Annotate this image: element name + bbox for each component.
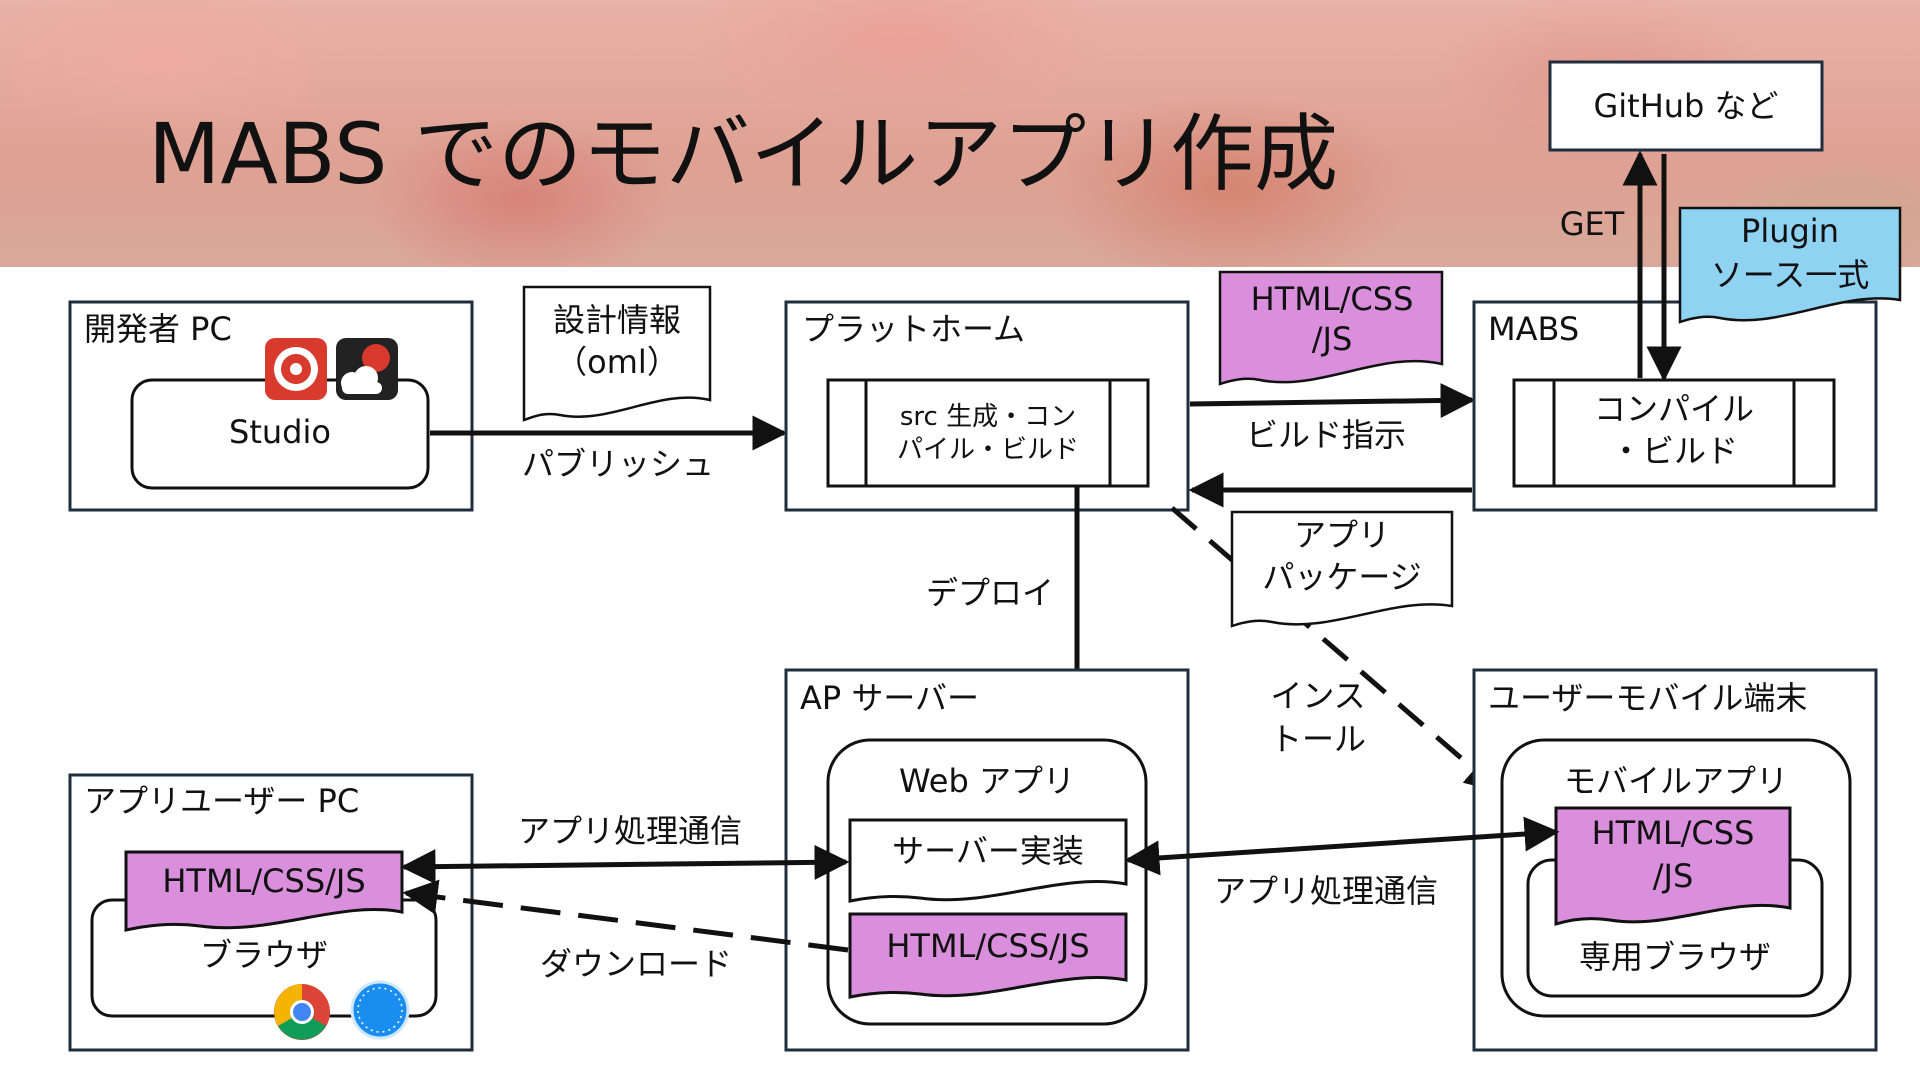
web-app-label: Web アプリ — [899, 762, 1075, 800]
page-title: MABS でのモバイルアプリ作成 — [148, 105, 1338, 203]
compile-build-process: コンパイル ・ビルド — [1512, 378, 1836, 488]
plugin-label-2: ソース一式 — [1711, 256, 1869, 294]
browser-html-document: HTML/CSS/JS — [124, 850, 404, 932]
install-label-1: インス — [1270, 677, 1365, 715]
plugin-source-document: Plugin ソース一式 — [1678, 206, 1902, 324]
dedicated-browser-label: 専用ブラウザ — [1579, 938, 1771, 976]
chrome-icon — [274, 984, 330, 1040]
html-doc-label-2: /JS — [1312, 320, 1353, 358]
compile-build-label-2: ・ビルド — [1610, 432, 1738, 470]
download-label: ダウンロード — [540, 945, 732, 983]
design-info-format: （oml） — [555, 343, 679, 381]
app-package-label-2: パッケージ — [1262, 558, 1421, 596]
build-instruction-arrow — [1189, 382, 1476, 418]
studio-cloud-icon — [336, 338, 398, 400]
compile-build-label-1: コンパイル — [1594, 390, 1754, 428]
design-info-label: 設計情報 — [553, 301, 681, 339]
github-box: GitHub など — [1548, 60, 1824, 152]
app-comm-left-label: アプリ処理通信 — [518, 812, 742, 850]
app-user-pc-label: アプリユーザー PC — [84, 782, 359, 820]
plugin-label-1: Plugin — [1741, 212, 1839, 250]
app-comm-right-arrow — [1124, 816, 1560, 876]
safari-icon — [350, 980, 410, 1040]
mobile-html-label-2: /JS — [1653, 857, 1694, 895]
mobile-html-label-1: HTML/CSS — [1592, 814, 1755, 852]
mobile-app-label: モバイルアプリ — [1564, 762, 1788, 800]
app-package-document: アプリ パッケージ — [1230, 510, 1454, 628]
mobile-device-label: ユーザーモバイル端末 — [1488, 679, 1807, 717]
src-build-label-1: src 生成・コン — [900, 402, 1076, 432]
install-arrow — [1170, 506, 1501, 793]
src-build-label-2: パイル・ビルド — [897, 435, 1079, 465]
install-label-2: トール — [1270, 720, 1366, 758]
download-arrow — [402, 879, 849, 953]
get-label: GET — [1560, 205, 1625, 243]
dev-pc-label: 開発者 PC — [84, 310, 232, 348]
deploy-label: デプロイ — [926, 574, 1054, 612]
mabs-label: MABS — [1488, 310, 1579, 348]
html-doc-label-1: HTML/CSS — [1251, 280, 1414, 318]
src-build-process: src 生成・コン パイル・ビルド — [826, 378, 1150, 488]
design-info-document: 設計情報 （oml） — [522, 285, 712, 422]
studio-label: Studio — [229, 413, 331, 451]
html-css-js-document: HTML/CSS /JS — [1218, 270, 1444, 386]
mobile-html-document: HTML/CSS /JS — [1554, 806, 1792, 927]
github-label: GitHub など — [1593, 87, 1778, 125]
browser-html-label: HTML/CSS/JS — [162, 862, 365, 900]
browser-label: ブラウザ — [200, 936, 328, 974]
ap-server-label: AP サーバー — [800, 679, 979, 717]
app-comm-left-arrow — [400, 844, 850, 885]
studio-app-icon — [265, 338, 327, 400]
server-html-label: HTML/CSS/JS — [886, 927, 1089, 965]
platform-label: プラットホーム — [802, 310, 1025, 348]
app-comm-right-label: アプリ処理通信 — [1214, 872, 1438, 910]
publish-label: パブリッシュ — [522, 445, 714, 483]
server-impl-document: サーバー実装 — [848, 818, 1128, 903]
app-package-label-1: アプリ — [1294, 516, 1390, 554]
build-instruction-label: ビルド指示 — [1246, 416, 1406, 454]
server-impl-label: サーバー実装 — [892, 832, 1084, 870]
server-html-document: HTML/CSS/JS — [848, 912, 1128, 999]
